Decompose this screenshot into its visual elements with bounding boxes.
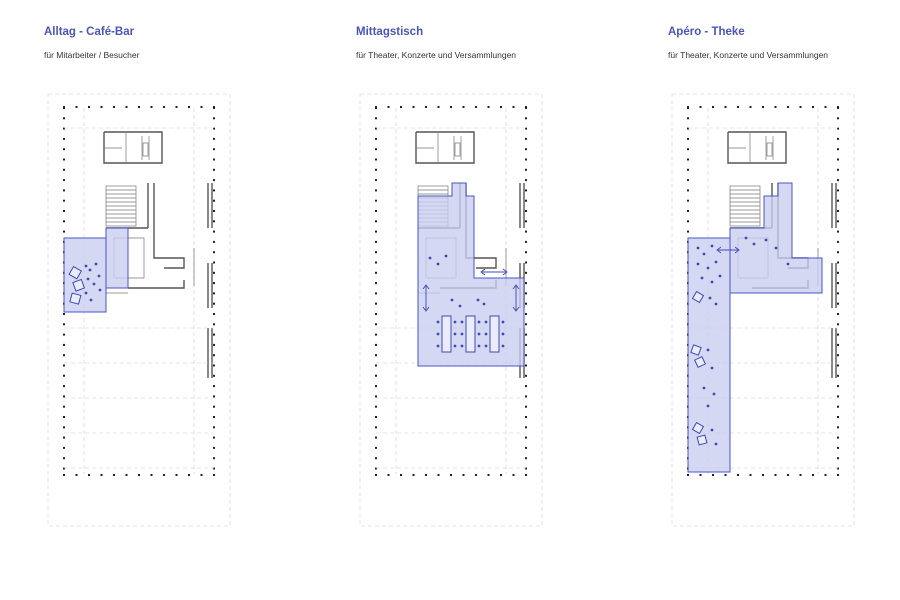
dining-arrows [422, 268, 520, 312]
panel-apero-theke: Apéro - Theke für Theater, Konzerte und … [623, 0, 900, 600]
panel-alltag-cafe-bar: Alltag - Café-Bar für Mitarbeiter / Besu… [0, 0, 300, 600]
cafe-furniture [68, 262, 102, 305]
dining-tables [428, 254, 505, 353]
panel-subtitle: für Mitarbeiter / Besucher [44, 50, 140, 60]
panel-title: Alltag - Café-Bar [44, 26, 135, 38]
highlight-bar-zone [105, 227, 129, 289]
panel-title: Mittagstisch [356, 26, 424, 38]
panel-subtitle: für Theater, Konzerte und Versammlungen [668, 50, 829, 60]
panel-subtitle: für Theater, Konzerte und Versammlungen [356, 50, 517, 60]
highlight-apero-strip [687, 237, 731, 473]
floor-plan [671, 93, 855, 527]
floor-plan [359, 93, 543, 527]
apero-furniture [690, 236, 790, 446]
panel-title: Apéro - Theke [668, 26, 745, 38]
floor-plan [47, 93, 231, 527]
panel-mittagstisch: Mittagstisch für Theater, Konzerte und V… [310, 0, 610, 600]
highlight-bar-zone [729, 182, 823, 294]
